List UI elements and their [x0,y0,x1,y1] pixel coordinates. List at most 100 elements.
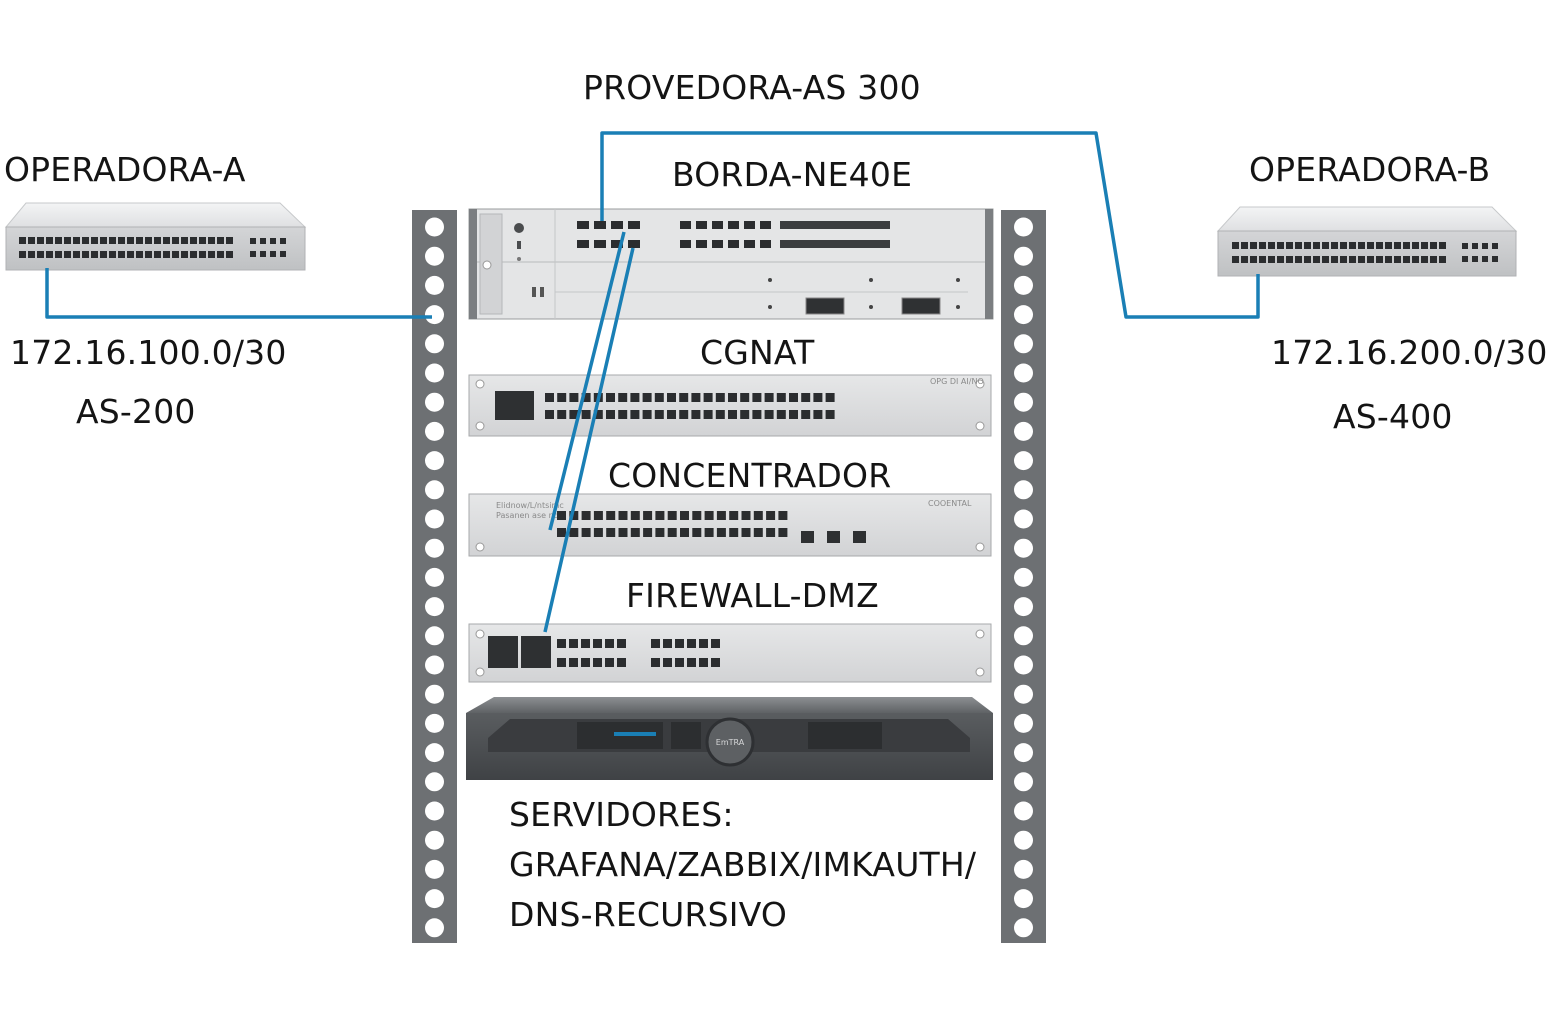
cgnat-port [715,410,725,419]
link-operator-a [45,268,432,319]
switch-port [1250,256,1257,263]
rack-hole [1014,392,1033,412]
concentrator-port [569,528,579,537]
switch-port [100,237,107,244]
cgnat-port [606,410,615,419]
rack-hole [425,889,444,909]
cgnat-port [703,410,713,419]
cgnat-port [642,393,652,402]
concentrator-port [630,528,640,537]
switch-port [1412,242,1419,249]
switch-port [118,251,125,258]
switch-port [1331,256,1338,263]
cgnat-port [825,410,835,419]
cgnat-port [691,410,701,419]
rack-hole [425,567,444,587]
router-port [760,240,771,248]
switch-port [64,237,71,244]
cgnat-port [789,393,798,402]
concentrator-port [704,511,714,520]
cgnat-port [581,393,591,402]
switch-port [37,237,44,244]
rack-hole [1014,713,1033,733]
switch-port [1349,256,1356,263]
router-port [696,221,707,229]
switch-port [73,237,80,244]
cgnat-port [801,393,811,402]
cgnat-port [752,393,762,402]
switch-port [1403,242,1410,249]
concentrator-port [766,528,776,537]
firewall-port [711,639,720,648]
concentrator-port [581,528,591,537]
rack-hole [1014,655,1033,675]
concentrator-device: Elidnow/L/ntsimc Pasanen ase nd COOENTAL [468,493,992,557]
concentrator-port [618,511,628,520]
concentrator-port [729,511,739,520]
operator-b-label: OPERADORA-B [1249,150,1491,189]
router-port [728,221,739,229]
concentrator-port [630,511,640,520]
operator-a-switch [4,202,307,271]
switch-port [1313,242,1320,249]
switch-port [1439,256,1446,263]
concentrator-port [593,511,603,520]
cgnat-port [630,410,640,419]
concentrator-port [716,511,726,520]
router-port [728,240,739,248]
switch-port [1340,256,1347,263]
concentrator-port [557,511,566,520]
cgnat-port [776,410,786,419]
switch-port [1358,242,1365,249]
cables [45,131,1260,633]
router-port [680,240,691,248]
concentrator-port [667,511,677,520]
switch-port [190,251,197,258]
rack-hole [1014,509,1033,529]
switch-port [28,251,35,258]
switch-port [226,251,233,258]
switch-port [163,237,170,244]
switch-port [1394,256,1401,263]
rack-post-left [412,210,457,943]
cgnat-port [813,410,823,419]
edge-label: BORDA-NE40E [672,155,913,194]
switch-port [1376,242,1383,249]
concentrator-text-1: Elidnow/L/ntsimc [496,501,564,510]
router-port [744,221,755,229]
uplink-port [260,251,266,257]
concentrator-port [593,528,603,537]
operator-b-as: AS-400 [1333,397,1453,436]
concentrator-port [766,511,776,520]
cgnat-port [667,393,676,402]
switch-port [1331,242,1338,249]
rack-hole [1014,538,1033,558]
switch-port [1286,242,1293,249]
switch-port [1277,242,1284,249]
firewall-port [593,639,602,648]
switch-port [19,237,26,244]
concentrator-port [606,511,616,520]
uplink-port [1482,256,1488,262]
switch-port [1403,256,1410,263]
concentrator-port [741,511,751,520]
switch-port [226,237,233,244]
switch-port [172,251,179,258]
switch-port [55,237,62,244]
link-edge-firewall [543,247,635,633]
switch-port [172,237,179,244]
provider-label: PROVEDORA-AS 300 [583,68,921,107]
rack-hole [1014,772,1033,792]
cgnat-port [569,410,579,419]
concentrator-port [741,528,751,537]
rack-hole [425,334,444,354]
servers-label-line3: DNS-RECURSIVO [509,895,788,934]
rack-hole [425,655,444,675]
switch-port [73,251,80,258]
concentrator-port [753,511,763,520]
switch-port [1286,256,1293,263]
cgnat-port [801,410,811,419]
switch-port [37,251,44,258]
rack-hole [1014,743,1033,763]
switch-port [217,237,224,244]
